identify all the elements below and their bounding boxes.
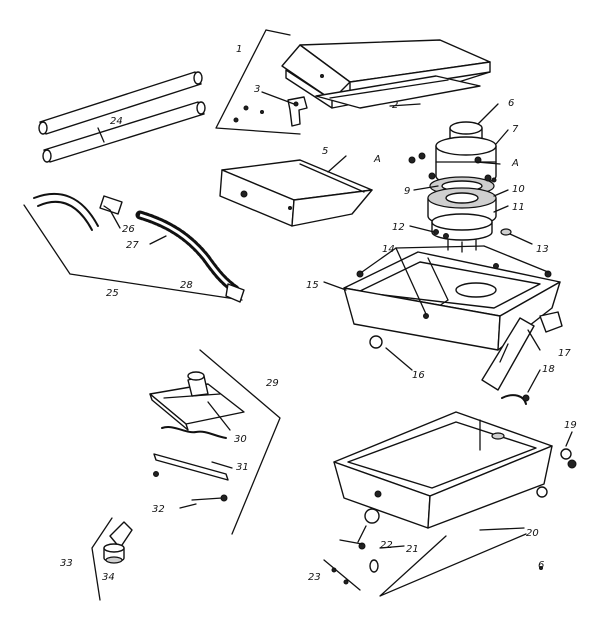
label-7: 7	[512, 124, 519, 135]
label-1: 1	[236, 44, 242, 55]
label-34: 34	[102, 572, 115, 583]
leader-lines	[109, 91, 541, 549]
tool-tray-part-5	[219, 155, 373, 227]
label-27: 27	[126, 240, 139, 251]
label-20: 20	[526, 528, 539, 539]
label-A-left: A	[373, 154, 381, 165]
wand-tubes-part-24	[38, 71, 206, 163]
caster-part-21	[357, 508, 380, 543]
label-32: 32	[152, 504, 165, 515]
callout-labels: 1 2 3 5 6 7 A A 9 10 11 12 13 14 15 16 1…	[60, 44, 577, 583]
label-6: 6	[508, 98, 514, 109]
label-11: 11	[512, 202, 525, 213]
caster-part-19	[560, 431, 577, 469]
motor-assembly	[408, 121, 512, 253]
label-26: 26	[122, 224, 135, 235]
label-12: 12	[392, 222, 405, 233]
label-18: 18	[542, 364, 555, 375]
label-28: 28	[180, 280, 193, 291]
floor-nozzle-part-29	[149, 371, 245, 431]
label-21: 21	[406, 544, 419, 555]
label-13: 13	[536, 244, 549, 255]
label-33: 33	[60, 558, 73, 569]
adapter-part-33	[91, 517, 133, 601]
label-30: 30	[234, 434, 247, 445]
label-15: 15	[306, 280, 319, 291]
nozzle-bracket-29	[199, 349, 281, 535]
label-9: 9	[404, 186, 410, 197]
label-14: 14	[382, 244, 395, 255]
label-5: 5	[322, 146, 328, 157]
label-24: 24	[110, 116, 123, 127]
squeegee-part-30	[161, 426, 227, 439]
lower-tank-part-20	[333, 411, 553, 597]
label-19: 19	[564, 420, 577, 431]
handle-part-17	[481, 311, 563, 391]
label-23: 23	[308, 572, 321, 583]
hose-bracket-25	[23, 204, 243, 301]
clip-part-18	[501, 394, 530, 405]
fasteners-parts-22-23	[323, 542, 379, 591]
label-3: 3	[254, 84, 260, 95]
label-2: 2	[392, 100, 398, 111]
flex-hose-part-27	[135, 210, 245, 303]
callout-bracket-1	[215, 29, 301, 135]
brush-strip-part-31	[153, 453, 229, 481]
label-25: 25	[106, 288, 119, 299]
label-A-right: A	[511, 158, 519, 169]
label-31: 31	[236, 462, 249, 473]
label-10: 10	[512, 184, 525, 195]
scratch-mark	[539, 566, 543, 570]
latch-part-3	[233, 96, 308, 127]
screw-part-32	[191, 494, 228, 502]
label-29: 29	[266, 378, 279, 389]
label-6-bottom: 6	[538, 560, 544, 571]
label-17: 17	[558, 348, 571, 359]
filter-part-2	[315, 75, 481, 109]
curved-hose-part-26	[33, 192, 123, 231]
label-16: 16	[412, 370, 425, 381]
label-22: 22	[380, 540, 393, 551]
